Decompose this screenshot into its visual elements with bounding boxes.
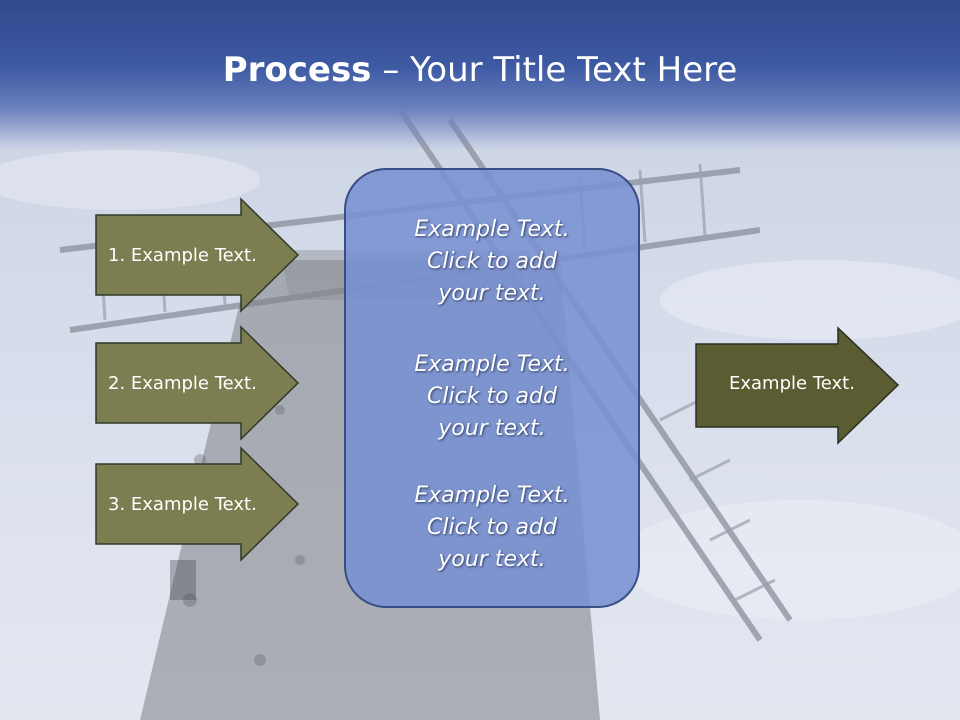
input-arrow-1[interactable] [95,197,300,313]
center-text-2[interactable]: Example Text. Click to add your text. [414,352,570,441]
center-text-3[interactable]: Example Text. Click to add your text. [414,483,570,572]
input-arrow-3-shape [95,446,300,562]
input-arrow-3[interactable] [95,446,300,562]
input-arrow-2-label: 2. Example Text. [108,373,257,394]
input-arrow-1-shape [95,197,300,313]
output-arrow-label: Example Text. [729,373,855,394]
title-band [0,0,960,150]
title-bold-text: Process [222,50,372,90]
center-process-box[interactable]: Example Text. Click to add your text. Ex… [344,168,640,608]
input-arrow-3-label: 3. Example Text. [108,494,257,515]
title-rest-text: – Your Title Text Here [371,50,738,90]
center-text-1[interactable]: Example Text. Click to add your text. [414,217,570,306]
input-arrow-2[interactable] [95,325,300,441]
output-arrow[interactable] [695,326,900,445]
input-arrow-2-shape [95,325,300,441]
input-arrow-1-label: 1. Example Text. [108,245,257,266]
output-arrow-shape [695,326,900,445]
slide-title[interactable]: Process – Your Title Text Here [0,50,960,90]
